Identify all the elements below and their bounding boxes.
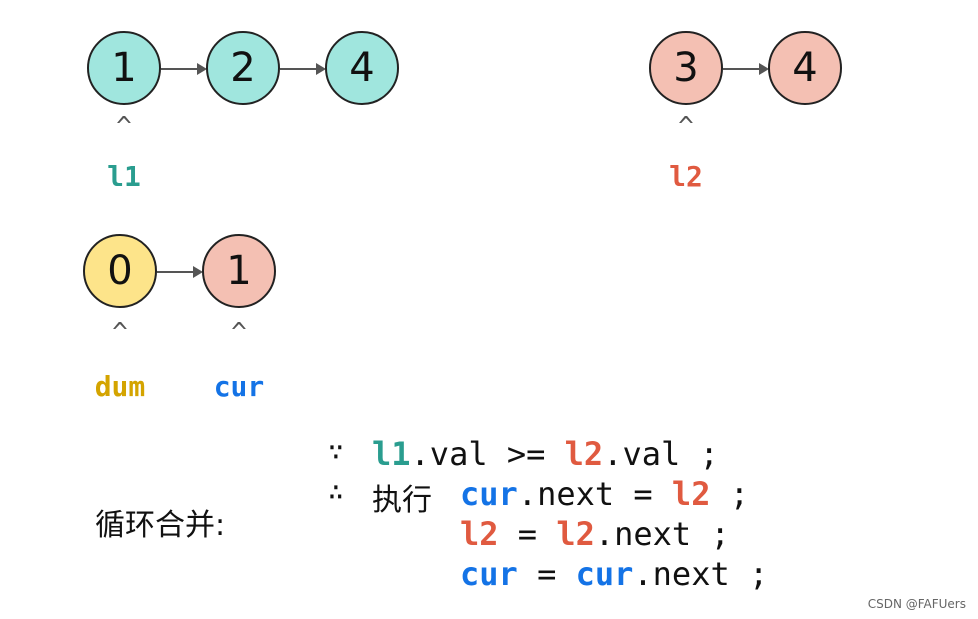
pointer-l2: l2	[669, 160, 703, 193]
t: .next	[633, 555, 730, 593]
t: >=	[487, 435, 565, 473]
code-line-4: cur = cur.next ;	[460, 555, 768, 593]
code-line-3: l2 = l2.next ;	[460, 515, 730, 553]
t: .val	[410, 435, 488, 473]
watermark: CSDN @FAFUers	[867, 597, 966, 611]
l2: l2	[671, 475, 711, 513]
arrow	[723, 63, 769, 75]
t: =	[517, 555, 576, 593]
t: ;	[729, 555, 769, 593]
cur: cur	[460, 555, 518, 593]
caret: ^	[231, 318, 247, 348]
exec-label: 执行	[372, 483, 432, 518]
l2: l2	[460, 515, 499, 553]
l1: l1	[372, 435, 411, 473]
caret: ^	[112, 318, 128, 348]
dum-node: 0	[83, 234, 157, 308]
arrow	[161, 63, 207, 75]
caret: ^	[116, 112, 132, 142]
list2-node: 4	[768, 31, 842, 105]
t: =	[498, 515, 557, 553]
t: .next	[594, 515, 692, 553]
pointer-dum: dum	[94, 370, 146, 403]
pointer-l1: l1	[107, 160, 141, 193]
t: ;	[710, 475, 749, 513]
caret: ^	[678, 112, 694, 142]
code-line-2: cur.next = l2 ;	[460, 475, 749, 513]
cur-node: 1	[202, 234, 276, 308]
l2: l2	[564, 435, 604, 473]
cur: cur	[460, 475, 518, 513]
list1-node: 2	[206, 31, 280, 105]
arrow	[280, 63, 326, 75]
code-line-1: l1.val >= l2.val ;	[372, 435, 719, 473]
t: ;	[691, 515, 730, 553]
t: =	[614, 475, 672, 513]
t: ;	[680, 435, 719, 473]
pointer-cur: cur	[213, 370, 265, 403]
t: .val	[603, 435, 681, 473]
list1-node: 1	[87, 31, 161, 105]
because-symbol: ∵	[328, 437, 344, 467]
list1-node: 4	[325, 31, 399, 105]
t: .next	[517, 475, 615, 513]
arrow	[157, 266, 203, 278]
l2: l2	[556, 515, 595, 553]
list2-node: 3	[649, 31, 723, 105]
cur: cur	[575, 555, 634, 593]
merge-label: 循环合并:	[95, 508, 226, 543]
therefore-symbol: ∴	[328, 477, 344, 507]
